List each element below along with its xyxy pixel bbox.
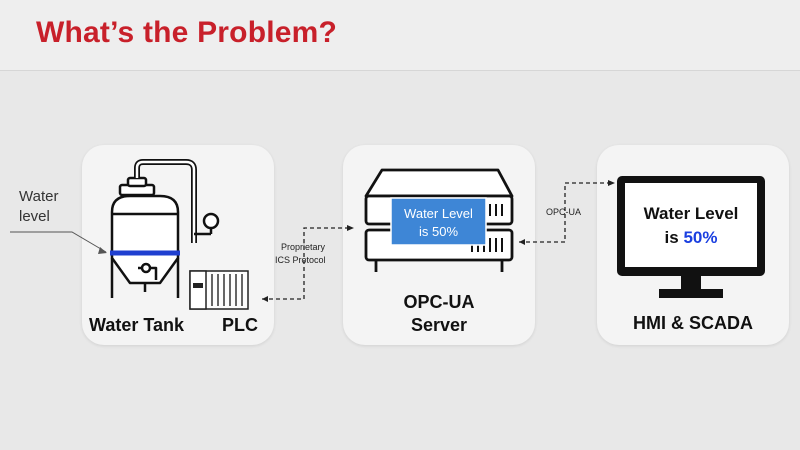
proprietary-link bbox=[262, 227, 347, 300]
hmi-scada-label: HMI & SCADA bbox=[633, 313, 753, 333]
water-level-input-label-line2: level bbox=[19, 208, 50, 225]
plc-icon bbox=[189, 270, 249, 310]
server-value-badge bbox=[390, 197, 487, 246]
monitor-value: 50% bbox=[683, 228, 718, 247]
monitor-text-line2: is 50% bbox=[625, 228, 757, 248]
opc-ua-server-label-line2: Server bbox=[410, 315, 468, 335]
water-level-arrowhead bbox=[98, 247, 107, 254]
water-tank-label: Water Tank bbox=[89, 315, 185, 335]
opc-ua-link-label: OPC-UA bbox=[546, 207, 582, 217]
opc-ua-server-label-line1: OPC-UA bbox=[403, 292, 475, 312]
water-level-input-label-line1: Water bbox=[19, 188, 59, 205]
monitor-icon bbox=[617, 176, 765, 298]
water-tank-icon bbox=[110, 159, 220, 298]
slide-title: What’s the Problem? bbox=[36, 16, 338, 49]
monitor-text-line1: Water Level bbox=[643, 204, 739, 223]
opc-ua-link bbox=[519, 182, 608, 243]
slide-header: What’s the Problem? bbox=[0, 0, 800, 71]
protocol-label-line2: ICS Protocol bbox=[275, 255, 326, 265]
water-level-pointer bbox=[10, 231, 107, 253]
monitor-text-prefix: is bbox=[664, 228, 684, 247]
plc-label: PLC bbox=[222, 315, 258, 335]
opc-ua-link-arrow-left bbox=[519, 239, 525, 245]
proprietary-link-arrow-right bbox=[347, 225, 354, 231]
protocol-label-line1: Proprietary bbox=[281, 242, 326, 252]
proprietary-link-arrow-left bbox=[262, 296, 268, 302]
opc-ua-link-arrow-right bbox=[608, 180, 615, 186]
server-badge-text-line1: Water Level bbox=[404, 206, 473, 221]
server-badge-text-line2: is 50% bbox=[418, 224, 459, 239]
